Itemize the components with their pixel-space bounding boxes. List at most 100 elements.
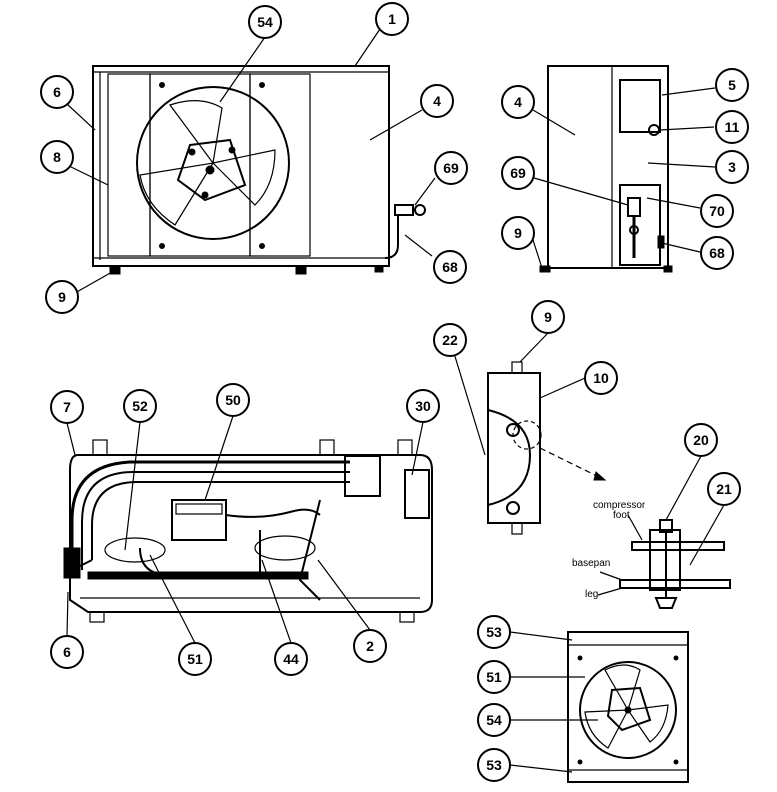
leg	[109, 265, 121, 275]
callout-8: 8	[40, 140, 74, 174]
basepan	[619, 579, 731, 589]
callout-22: 22	[433, 323, 467, 357]
callout-5: 5	[715, 68, 749, 102]
front-view	[92, 65, 426, 275]
label-leg: leg	[585, 589, 598, 600]
callout-1: 1	[375, 2, 409, 36]
svg-text:68: 68	[709, 245, 725, 261]
coil-fitting	[63, 547, 81, 579]
callout-9-bracket: 9	[531, 300, 565, 334]
callout-6-base: 6	[50, 635, 84, 669]
callout-2: 2	[353, 629, 387, 663]
callout-52: 52	[123, 389, 157, 423]
fan-motor	[176, 138, 247, 202]
fan-motor	[606, 686, 652, 732]
svg-text:11: 11	[725, 119, 740, 135]
svg-text:2: 2	[366, 638, 374, 654]
callout-6: 6	[40, 75, 74, 109]
fan-guard	[579, 661, 677, 759]
basepan-rail	[87, 571, 309, 580]
svg-text:53: 53	[486, 757, 502, 773]
label-basepan: basepan	[572, 558, 610, 569]
mount-tab	[397, 439, 413, 456]
callout-21: 21	[707, 472, 741, 506]
svg-text:20: 20	[693, 432, 709, 448]
svg-text:30: 30	[415, 398, 431, 414]
svg-text:6: 6	[53, 84, 61, 100]
callout-70: 70	[700, 194, 734, 228]
mount-detail-view	[597, 514, 731, 609]
callout-53-bottom: 53	[477, 748, 511, 782]
svg-text:69: 69	[510, 165, 526, 181]
svg-text:7: 7	[63, 399, 71, 415]
base-view	[63, 439, 433, 623]
callout-44: 44	[274, 642, 308, 676]
leader-lines	[66, 25, 725, 773]
callout-9: 9	[45, 280, 79, 314]
callout-30: 30	[406, 389, 440, 423]
svg-text:3: 3	[728, 159, 736, 175]
leg	[663, 265, 673, 273]
fan-blade	[169, 100, 223, 165]
svg-text:21: 21	[716, 481, 732, 497]
valve-panel	[619, 184, 661, 266]
fan-blade	[139, 162, 215, 226]
svg-text:9: 9	[544, 309, 552, 325]
control-box-cover	[619, 79, 661, 133]
mount-tab	[92, 439, 108, 456]
svg-text:9: 9	[514, 225, 522, 241]
callout-10: 10	[584, 361, 618, 395]
fan-blade	[211, 149, 276, 206]
compressor-bracket-view	[487, 361, 607, 535]
leg	[539, 265, 551, 273]
callout-69: 69	[434, 151, 468, 185]
callout-53-top: 53	[477, 615, 511, 649]
plug	[648, 124, 660, 136]
callout-69-side: 69	[501, 156, 535, 190]
compressor-foot	[631, 541, 725, 551]
callout-4-side: 4	[501, 85, 535, 119]
svg-text:1: 1	[388, 11, 396, 27]
control-box	[404, 469, 430, 519]
svg-text:54: 54	[486, 712, 502, 728]
leg	[374, 265, 384, 273]
callout-54: 54	[248, 5, 282, 39]
callout-9-side: 9	[501, 216, 535, 250]
callout-7: 7	[50, 390, 84, 424]
svg-text:52: 52	[132, 398, 148, 414]
callout-68: 68	[433, 250, 467, 284]
compressor	[171, 499, 227, 541]
svg-text:54: 54	[257, 14, 273, 30]
svg-text:4: 4	[514, 94, 522, 110]
label-foot: foot	[613, 510, 630, 521]
svg-text:68: 68	[442, 259, 458, 275]
callout-51: 51	[178, 642, 212, 676]
callout-11: 11	[715, 110, 749, 144]
mount-tab	[319, 439, 335, 456]
side-view	[539, 65, 673, 273]
svg-text:10: 10	[593, 370, 609, 386]
label-compressor: compressor	[593, 500, 646, 511]
callout-3: 3	[715, 150, 749, 184]
svg-text:6: 6	[63, 644, 71, 660]
callout-4: 4	[420, 84, 454, 118]
service-valve	[384, 204, 426, 259]
svg-text:51: 51	[486, 669, 502, 685]
svg-text:5: 5	[728, 77, 736, 93]
callout-20: 20	[684, 423, 718, 457]
svg-text:53: 53	[486, 624, 502, 640]
callout-50: 50	[216, 383, 250, 417]
callout-54-fan: 54	[477, 703, 511, 737]
left-grille	[107, 73, 151, 257]
svg-text:22: 22	[442, 332, 458, 348]
fan-guard	[136, 86, 290, 240]
svg-text:8: 8	[53, 149, 61, 165]
svg-text:70: 70	[709, 203, 725, 219]
svg-text:44: 44	[283, 651, 299, 667]
small-fan-view	[567, 631, 689, 783]
mount-tab	[399, 611, 415, 623]
svg-text:4: 4	[433, 93, 441, 109]
svg-text:50: 50	[225, 392, 241, 408]
